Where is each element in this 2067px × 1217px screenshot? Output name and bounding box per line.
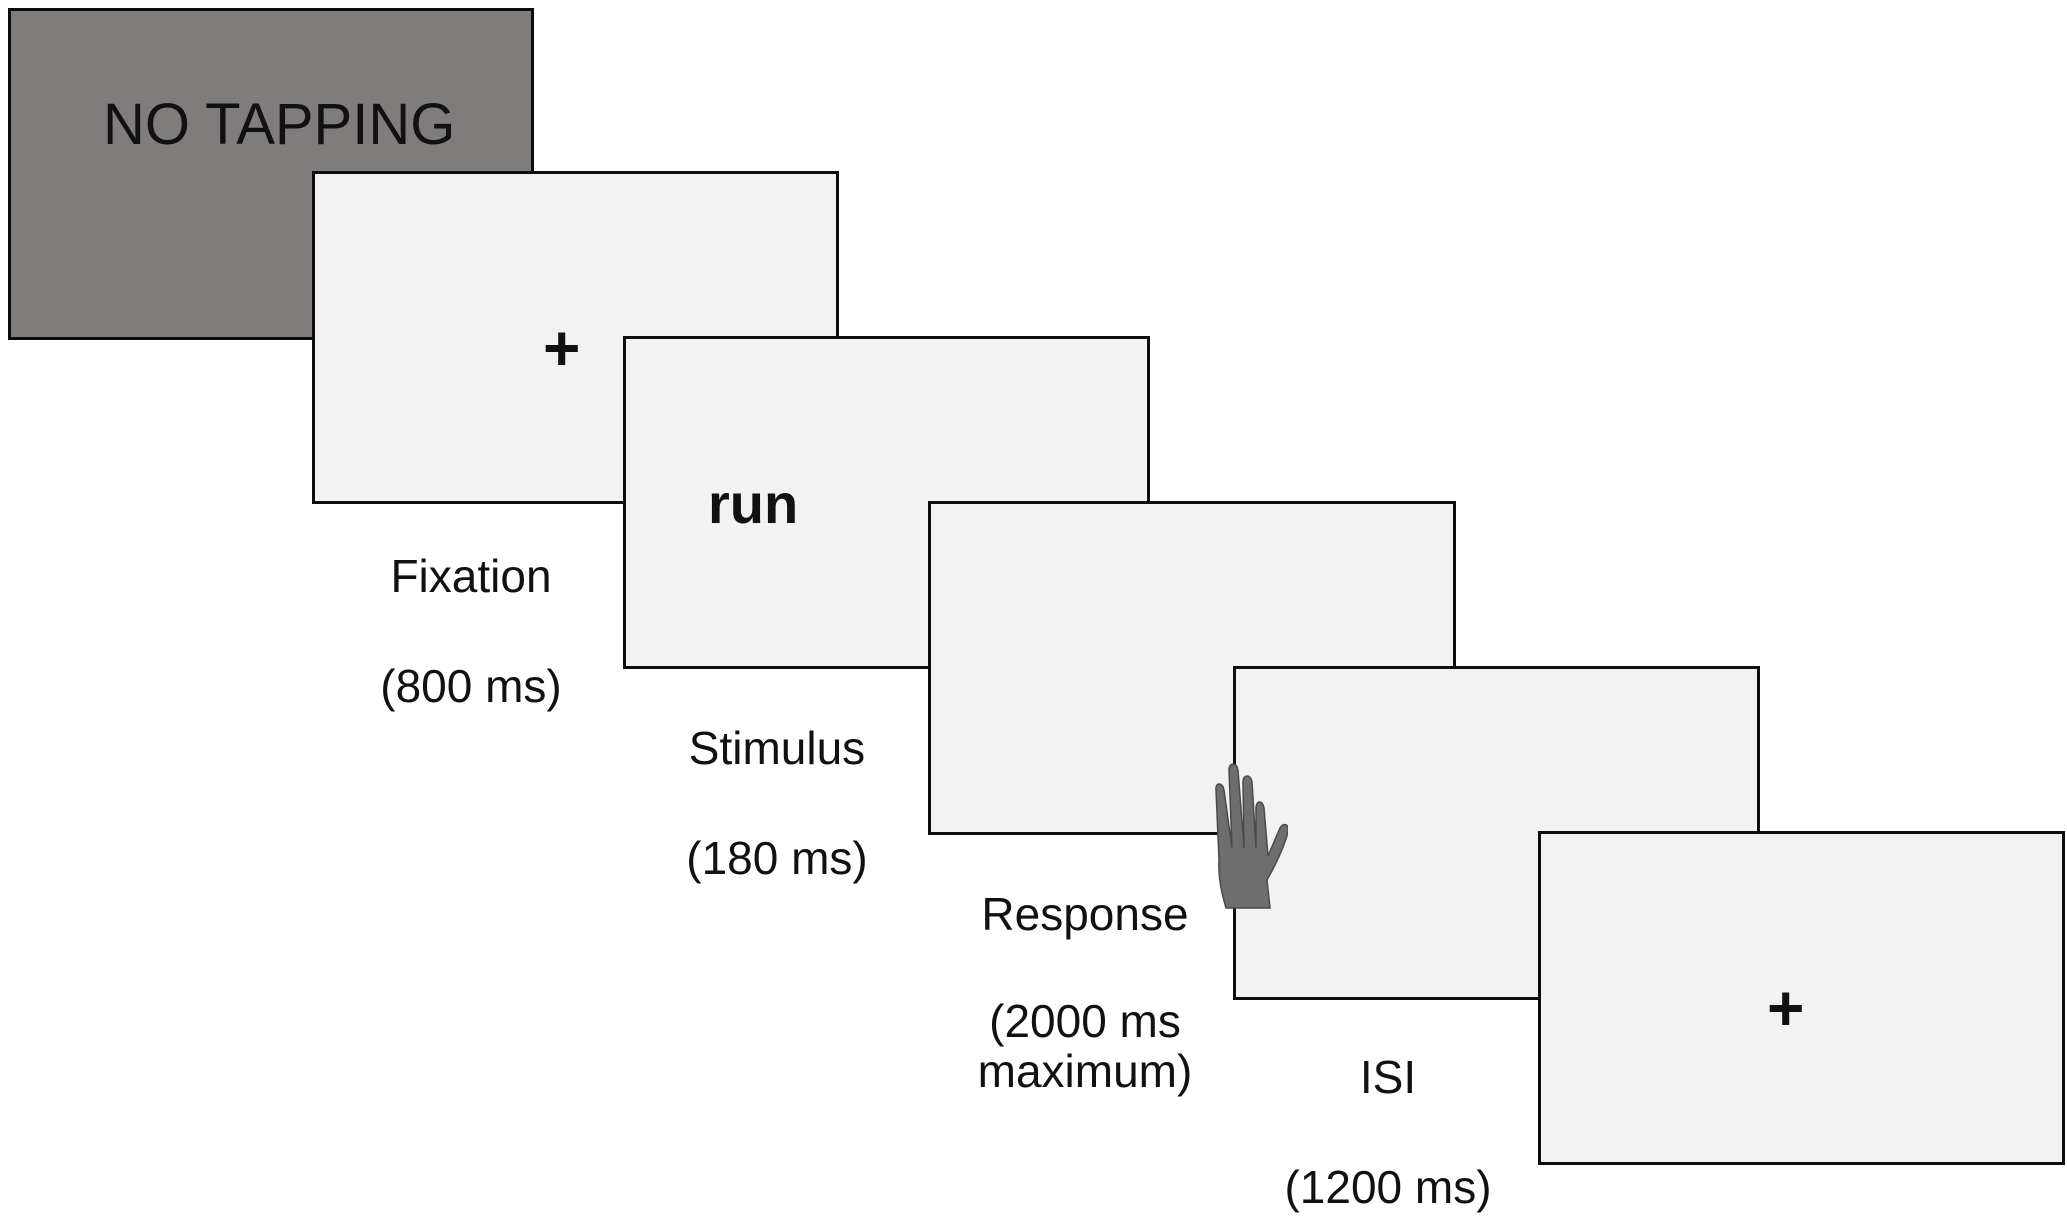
phase-caption-response: Response (2000 ms maximum) <box>925 888 1245 1096</box>
next-trial-fixation-screen: + <box>1538 831 2065 1165</box>
fixation-cross: + <box>1767 972 1805 1044</box>
phase-caption-stimulus: Stimulus (180 ms) <box>617 722 937 884</box>
phase-caption-isi: ISI (1200 ms) <box>1228 1051 1548 1213</box>
phase-name: ISI <box>1359 1051 1417 1103</box>
stimulus-word: run <box>708 472 799 535</box>
phase-duration: (180 ms) <box>686 832 868 884</box>
phase-name: Stimulus <box>688 722 866 774</box>
hand-icon <box>1215 763 1288 909</box>
phase-duration: (800 ms) <box>380 660 562 712</box>
phase-caption-fixation: Fixation (800 ms) <box>311 550 631 712</box>
phase-name: Response <box>981 888 1189 940</box>
block-condition-label: NO TAPPING <box>103 92 456 157</box>
phase-duration: (1200 ms) <box>1284 1161 1492 1213</box>
fixation-cross: + <box>543 312 581 384</box>
phase-name: Fixation <box>390 550 552 602</box>
phase-duration: (2000 ms maximum) <box>977 995 1193 1097</box>
